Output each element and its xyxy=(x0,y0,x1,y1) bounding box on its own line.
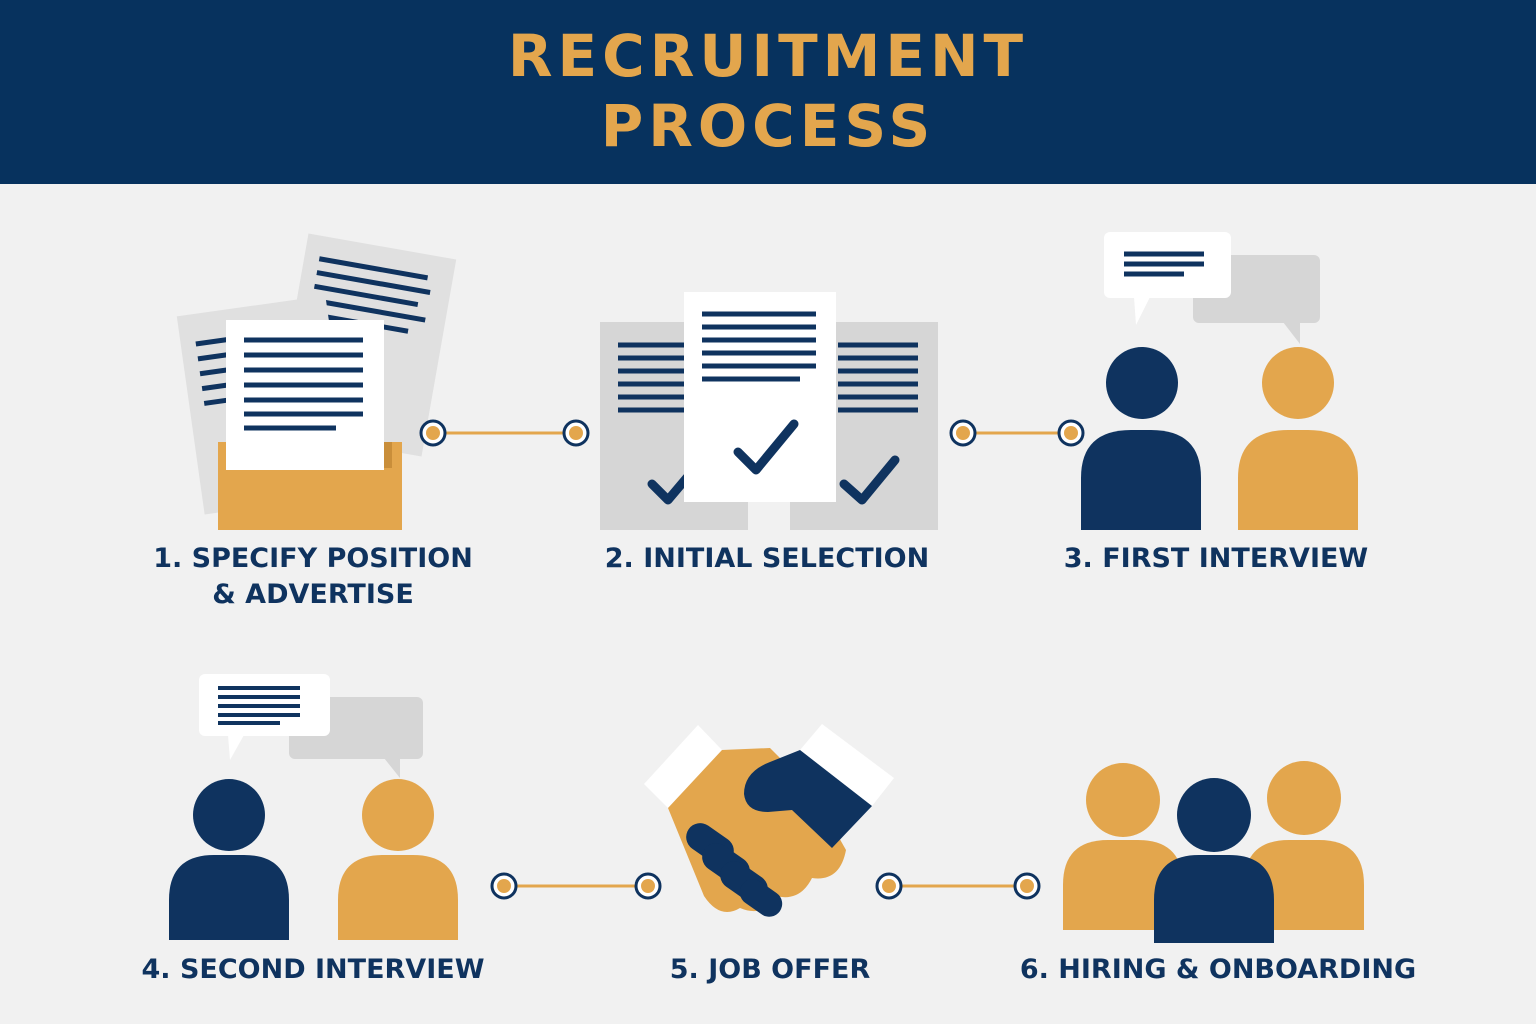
document-checklist-icon xyxy=(600,292,938,530)
step-3-label: 3. FIRST INTERVIEW xyxy=(1063,543,1369,574)
step-6-label: 6. HIRING & ONBOARDING xyxy=(1019,954,1417,985)
job-posting-documents-icon xyxy=(176,233,457,530)
connector-5-6 xyxy=(875,872,1041,900)
page-title-line-2: PROCESS xyxy=(600,92,936,160)
page-title-line-1: RECRUITMENT xyxy=(507,22,1029,90)
step-1-label-line-2: & ADVERTISE xyxy=(212,579,414,610)
step-1-label: 1. SPECIFY POSITION & ADVERTISE xyxy=(92,541,534,613)
step-1-label-line-1: 1. SPECIFY POSITION xyxy=(153,543,473,574)
two-people-conversation-icon xyxy=(1081,232,1358,530)
team-group-icon xyxy=(1063,761,1364,943)
connector-4-5 xyxy=(490,872,662,900)
step-2-label: 2. INITIAL SELECTION xyxy=(604,543,930,574)
step-5-label: 5. JOB OFFER xyxy=(669,954,871,985)
handshake-icon xyxy=(644,724,894,917)
connector-2-3 xyxy=(949,419,1085,447)
connector-1-2 xyxy=(419,419,590,447)
step-4-label: 4. SECOND INTERVIEW xyxy=(141,954,485,985)
two-people-conversation-icon xyxy=(169,674,458,940)
title-banner: RECRUITMENT PROCESS xyxy=(0,0,1536,184)
